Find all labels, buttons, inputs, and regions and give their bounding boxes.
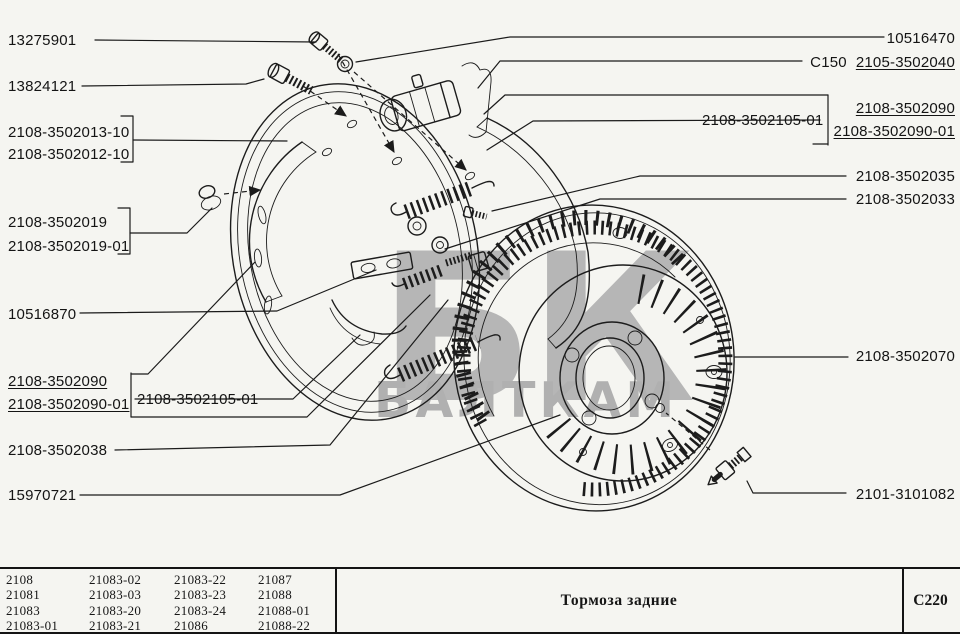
model-list: 2108 21083-02 21083-22 21087 21081 21083…: [6, 572, 332, 633]
model-cell: 21083: [6, 602, 40, 618]
part-label-2108-3502035: 2108-3502035: [855, 168, 955, 185]
retainer-clip: [198, 185, 222, 211]
part-label-2108-3502013-10: 2108-3502013-10: [8, 124, 130, 141]
group-code-c150: C150: [810, 54, 847, 71]
watermark: БК БАЛТКАМ: [374, 211, 699, 449]
part-label-2108-3502012-10: 2108-3502012-10: [8, 146, 130, 163]
model-cell: 21083-21: [89, 617, 142, 633]
bolt-13824121: [267, 62, 314, 95]
part-label-15970721: 15970721: [8, 487, 77, 504]
model-cell: 21083-23: [174, 587, 227, 603]
part-label-2108-3502105-01-left: 2108-3502105-01: [137, 391, 259, 408]
part-label-13824121: 13824121: [8, 78, 77, 95]
model-cell: 21088-22: [258, 617, 311, 633]
brake-shoe-drawing: [476, 117, 591, 349]
part-link-2108-3502090-01-right[interactable]: 2108-3502090-01: [833, 123, 955, 140]
part-label-2108-3502033: 2108-3502033: [855, 191, 955, 208]
pin-bolt: [462, 205, 488, 220]
footer-divider-right: [902, 569, 904, 632]
model-cell: 21083-24: [174, 602, 227, 618]
part-link-2105-3502040[interactable]: 2105-3502040: [855, 54, 955, 71]
model-cell: 21086: [174, 617, 208, 633]
sheet-code: C220: [913, 591, 948, 609]
part-label-13275901: 13275901: [8, 32, 77, 49]
wheel-cylinder-drawing: [379, 73, 462, 132]
model-cell: 21083-20: [89, 602, 142, 618]
part-label-2108-3502105-01-right: 2108-3502105-01: [702, 112, 824, 129]
model-cell: 21083-03: [89, 587, 142, 603]
drum-stud: [707, 446, 752, 486]
part-label-c150-2105-3502040: C150 2105-3502040: [810, 54, 955, 71]
model-cell: 21083-01: [6, 617, 59, 633]
part-label-2108-3502070: 2108-3502070: [855, 348, 955, 365]
model-cell: 21083-02: [89, 572, 142, 587]
adjuster-bolt: [444, 251, 490, 273]
return-spring-middle: [391, 264, 445, 290]
bolt-13275901: [308, 31, 344, 63]
model-cell: 21081: [6, 587, 40, 603]
brake-drum-drawing: [451, 204, 735, 512]
return-spring-upper: [390, 180, 495, 220]
part-label-2108-3502038: 2108-3502038: [8, 442, 108, 459]
model-cell: 2108: [6, 572, 34, 587]
part-link-2108-3502090-01-left[interactable]: 2108-3502090-01: [8, 396, 130, 413]
watermark-word: БАЛТКАМ: [374, 372, 678, 429]
sheet-title: Тормоза задние: [560, 591, 678, 609]
nut-10516470: [336, 55, 354, 73]
model-cell: 21087: [258, 572, 292, 587]
watermark-logo: БК: [378, 211, 693, 449]
model-cell: 21088: [258, 587, 292, 603]
part-label-10516470: 10516470: [886, 30, 955, 47]
model-cell: 21088-01: [258, 602, 311, 618]
part-link-2108-3502090-left[interactable]: 2108-3502090: [8, 373, 108, 390]
leader-lines: [79, 36, 885, 496]
part-label-2101-3101082: 2101-3101082: [855, 486, 955, 503]
return-spring-lower: [383, 334, 501, 382]
part-label-2108-3502019-01: 2108-3502019-01: [8, 238, 130, 255]
assembly-arrows: [223, 53, 711, 451]
part-link-2108-3502090-right[interactable]: 2108-3502090: [855, 100, 955, 117]
footer-divider-left: [335, 569, 337, 632]
model-cell: 21083-22: [174, 572, 227, 587]
brake-diagram-art: БК БАЛТКАМ: [79, 31, 885, 512]
footer-table: 2108 21083-02 21083-22 21087 21081 21083…: [0, 567, 960, 634]
part-label-2108-3502019: 2108-3502019: [8, 214, 108, 231]
part-label-10516870: 10516870: [8, 306, 77, 323]
